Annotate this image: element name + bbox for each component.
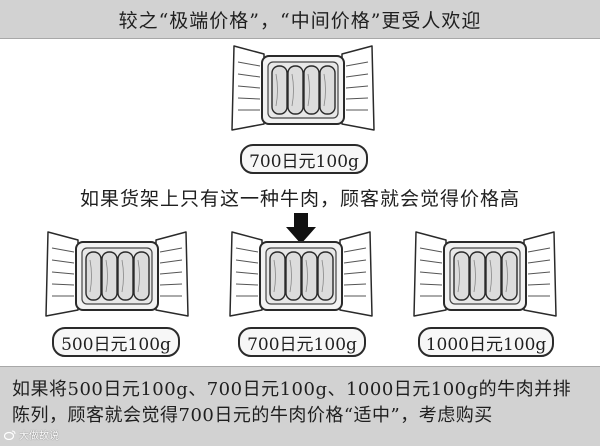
single-product-caption: 如果货架上只有这一种牛肉，顾客就会觉得价格高 bbox=[0, 184, 600, 211]
price-label-right: 1000日元100g bbox=[426, 330, 547, 355]
watermark: 大做故说 bbox=[4, 427, 59, 442]
header-title: 较之“极端价格”，“中间价格”更受人欢迎 bbox=[119, 6, 482, 33]
price-box-top: 700日元100g bbox=[240, 144, 368, 174]
price-label-top: 700日元100g bbox=[249, 147, 359, 172]
meat-package-icon bbox=[410, 230, 560, 322]
price-box-right: 1000日元100g bbox=[418, 327, 554, 357]
header-banner: 较之“极端价格”，“中间价格”更受人欢迎 bbox=[0, 0, 600, 39]
price-box-left: 500日元100g bbox=[52, 327, 180, 357]
conclusion-line-1: 如果将500日元100g、700日元100g、1000日元100g的牛肉并排 bbox=[12, 377, 592, 403]
watermark-text: 大做故说 bbox=[19, 427, 59, 442]
price-label-left: 500日元100g bbox=[61, 330, 171, 355]
conclusion-line-2: 陈列，顾客就会觉得700日元的牛肉价格“适中”，考虑购买 bbox=[12, 403, 592, 429]
conclusion-banner: 如果将500日元100g、700日元100g、1000日元100g的牛肉并排 陈… bbox=[0, 366, 600, 446]
price-box-center: 700日元100g bbox=[238, 327, 366, 357]
meat-package-icon bbox=[226, 230, 376, 322]
weibo-logo-icon bbox=[4, 430, 16, 440]
price-label-center: 700日元100g bbox=[247, 330, 357, 355]
meat-package-icon bbox=[42, 230, 192, 322]
meat-package-icon bbox=[228, 44, 378, 136]
